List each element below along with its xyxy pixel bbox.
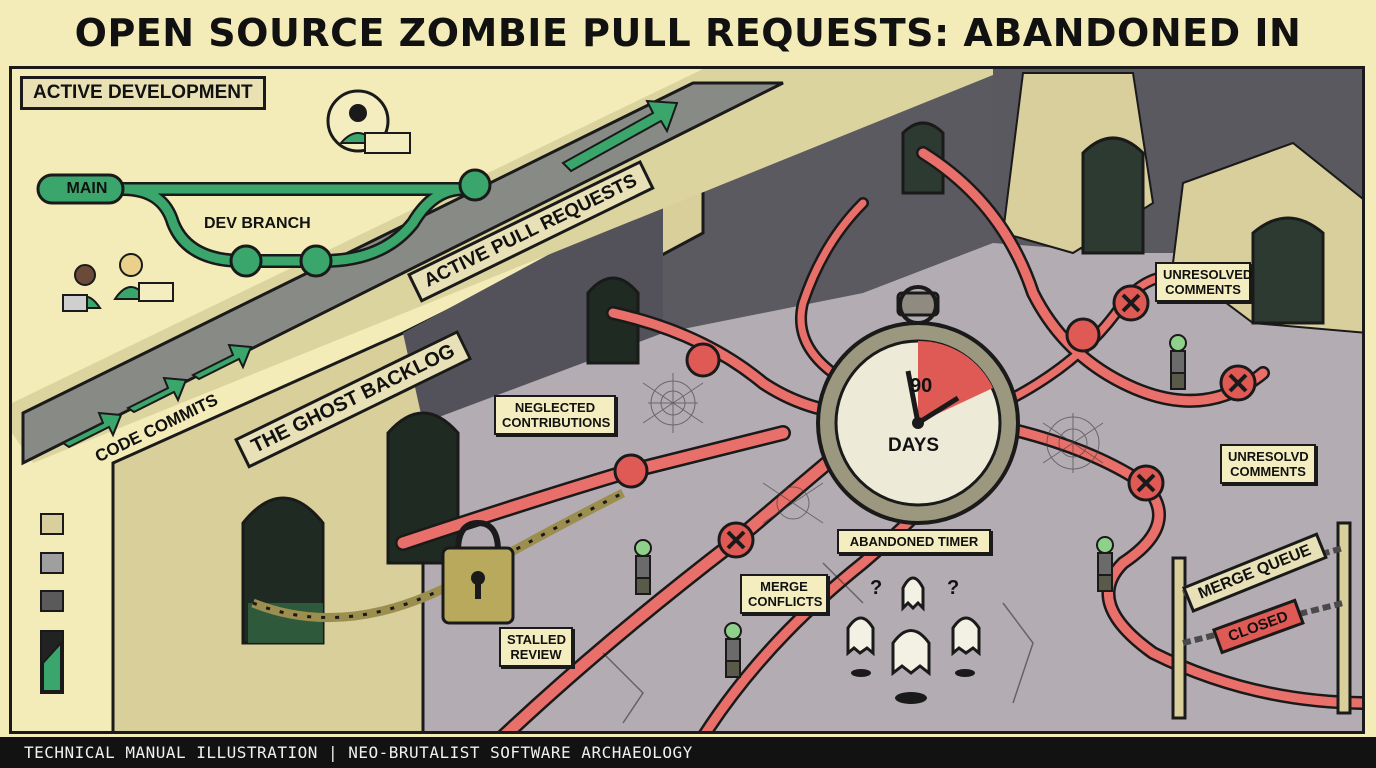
dev-branch-label: DEV BRANCH xyxy=(204,215,311,232)
padlock-icon xyxy=(441,519,515,625)
legend-swatches xyxy=(40,513,64,694)
commit-road xyxy=(12,69,993,463)
cobweb-icon xyxy=(642,373,1104,524)
question-mark-icon: ? xyxy=(870,577,883,599)
abandoned-timer-label: ABANDONED TIMER xyxy=(837,529,991,554)
arrow-icon xyxy=(61,99,679,449)
question-mark-icon: ? xyxy=(947,577,960,599)
developer-icon xyxy=(62,89,411,312)
timer-value: 90 xyxy=(910,375,933,397)
x-circle-icon xyxy=(717,284,1257,559)
neglected-contributions-label: NEGLECTED CONTRIBUTIONS xyxy=(494,395,616,435)
merge-conflicts-label: MERGE CONFLICTS xyxy=(740,574,828,614)
ghost-icon xyxy=(846,576,981,677)
stopwatch-icon xyxy=(816,285,1020,525)
illustration-frame: ACTIVE DEVELOPMENT MAIN DEV BRANCH CODE … xyxy=(9,66,1365,734)
main-branch-label: MAIN xyxy=(66,180,108,197)
archway xyxy=(586,276,640,365)
unresolved-comments-top-label: UNRESOLVED COMMENTS xyxy=(1155,262,1252,302)
page-title: OPEN SOURCE ZOMBIE PULL REQUESTS: ABANDO… xyxy=(74,11,1302,121)
stalled-review-label: STALLED REVIEW xyxy=(499,627,573,667)
archway xyxy=(1081,136,1145,255)
footer-caption: TECHNICAL MANUAL ILLUSTRATION | NEO-BRUT… xyxy=(0,737,1376,768)
unresolved-comments-right-label: UNRESOLVD COMMENTS xyxy=(1220,444,1316,484)
timer-unit: DAYS xyxy=(888,435,940,456)
commit-node-icon xyxy=(229,168,492,278)
zombie-icon xyxy=(634,334,1187,678)
git-pull-request-icon xyxy=(613,317,1101,489)
active-development-heading: ACTIVE DEVELOPMENT xyxy=(20,76,266,110)
archway xyxy=(1251,216,1325,325)
